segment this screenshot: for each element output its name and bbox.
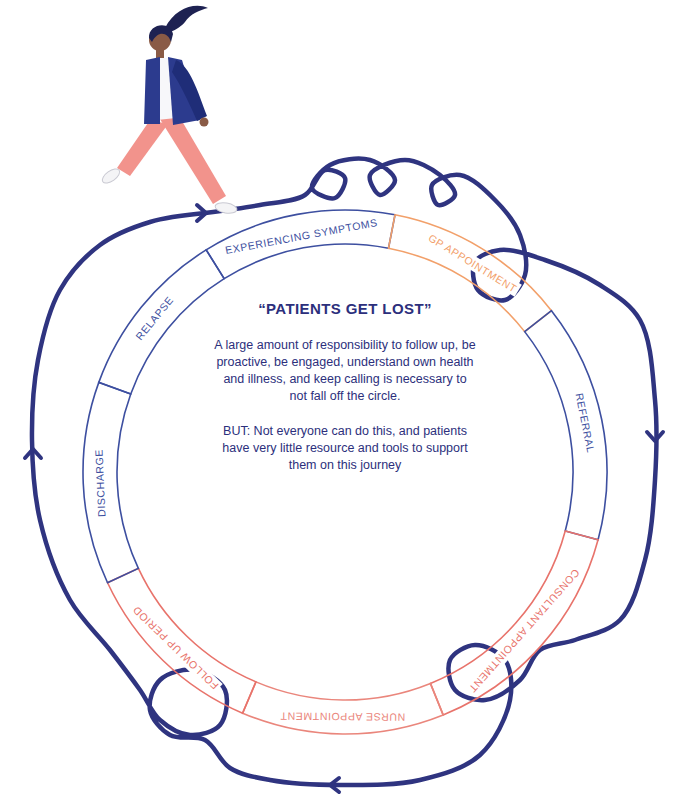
journey-stage: REFERRAL	[521, 307, 610, 543]
body-text: A large amount of responsibility to foll…	[214, 337, 476, 405]
shoe	[100, 166, 122, 186]
stage-outline	[427, 528, 602, 718]
body-text: BUT: Not everyone can do this, and patie…	[214, 423, 476, 474]
ring-segment	[83, 382, 138, 582]
arrowhead	[330, 778, 339, 792]
ring-segment	[206, 210, 395, 279]
ponytail	[165, 6, 208, 32]
scribble-line	[32, 159, 657, 785]
journey-stage: CONSULTANT APPOINTMENT	[427, 528, 602, 718]
hair	[149, 25, 173, 42]
walking-woman	[100, 6, 238, 215]
front-leg	[158, 116, 226, 204]
hand	[200, 118, 209, 127]
arrowhead	[647, 432, 663, 441]
stage-outline	[80, 379, 142, 586]
stage-label: FOLLOW UP PERIOD	[127, 602, 222, 694]
ring-segment	[525, 311, 607, 540]
arrowhead	[25, 449, 41, 458]
ring-segment	[99, 250, 224, 394]
ring-segment	[108, 568, 256, 713]
stage-outline	[521, 307, 610, 543]
center-panel: “PATIENTS GET LOST” A large amount of res…	[210, 300, 480, 492]
shoe	[214, 201, 237, 215]
path-arrowheads	[25, 205, 663, 792]
arrowhead	[197, 205, 206, 221]
jacket	[144, 57, 160, 124]
scribble-path	[32, 159, 657, 785]
stage-outline	[95, 246, 228, 398]
sleeve	[172, 60, 207, 121]
ring-segment	[243, 682, 444, 734]
ring-segment	[430, 531, 598, 715]
journey-stage: EXPERIENCING SYMPTOMS	[203, 207, 398, 282]
back-leg	[117, 120, 168, 176]
heading: “PATIENTS GET LOST”	[210, 300, 480, 317]
journey-stage: RELAPSE	[95, 246, 228, 398]
journey-stage: FOLLOW UP PERIOD	[104, 565, 259, 717]
stage-outline	[239, 678, 447, 737]
stage-label: NURSE APPOINTMENT	[278, 709, 407, 724]
journey-stage: DISCHARGE	[80, 379, 142, 586]
stage-label: CONSULTANT APPOINTMENT	[464, 564, 584, 697]
journey-stage: NURSE APPOINTMENT	[239, 678, 447, 737]
stage-outline	[104, 565, 259, 717]
